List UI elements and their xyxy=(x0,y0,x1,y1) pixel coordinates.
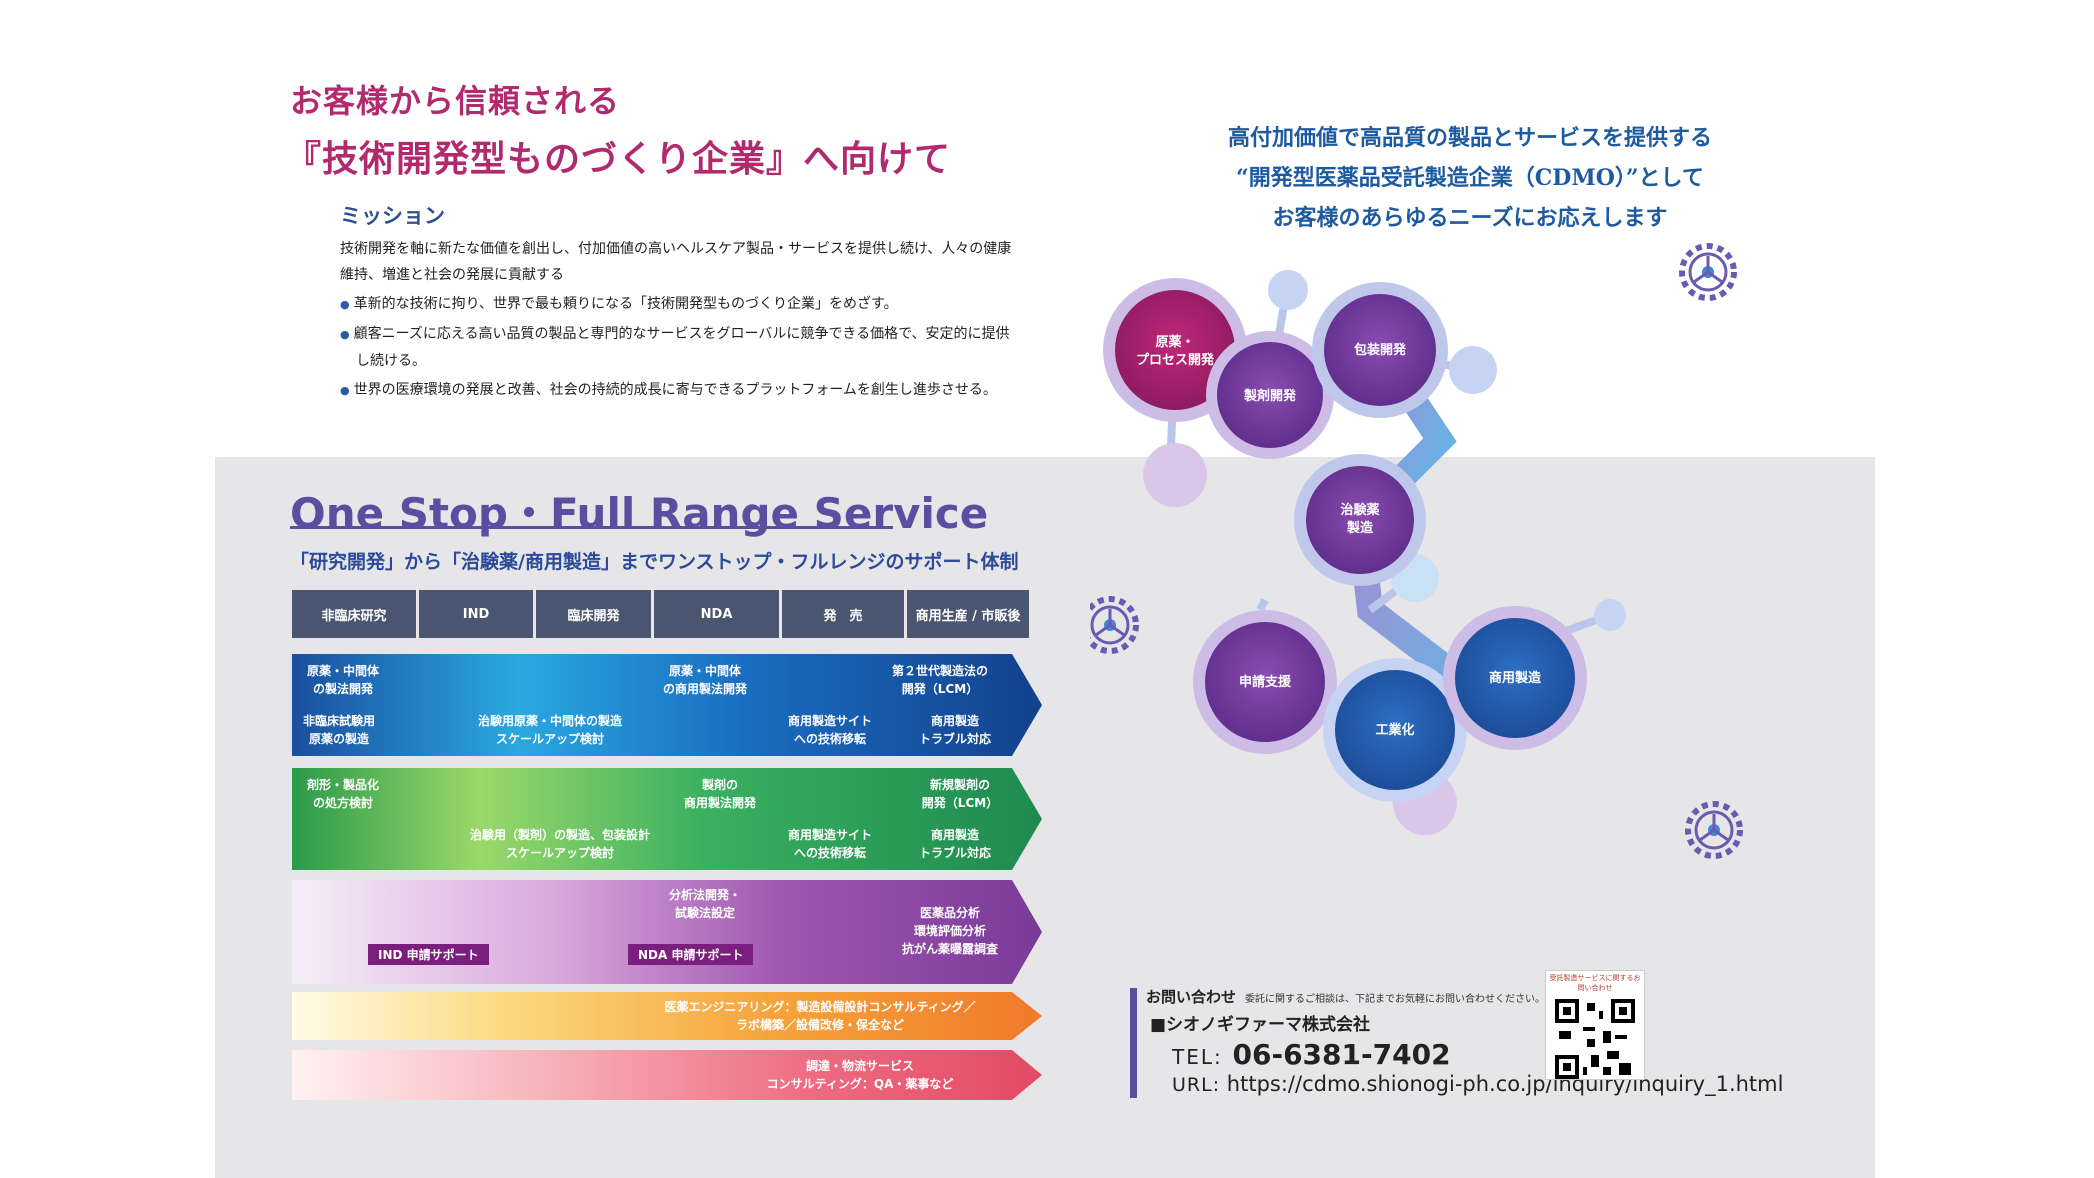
gear-icon xyxy=(1685,801,1743,859)
api-label-4: 非臨床試験用原薬の製造 xyxy=(302,714,375,746)
form-label-1: 剤形・製品化の処方検討 xyxy=(306,778,379,810)
band-analysis xyxy=(292,880,1042,984)
phase-ind: IND xyxy=(418,590,534,638)
logistics-label: 調達・物流サービスコンサルティング：QA・薬事など xyxy=(766,1059,954,1091)
url-link[interactable]: https://cdmo.shionogi-ph.co.jp/inquiry/i… xyxy=(1226,1072,1784,1096)
analysis-label-2: 医薬品分析環境評価分析抗がん薬曝露調査 xyxy=(901,906,998,956)
mission-bullet-1: 革新的な技術に拘り、世界で最も頼りになる「技術開発型ものづくり企業」をめざす。 xyxy=(340,291,1020,318)
contact-tel: TEL: 06-6381-7402 xyxy=(1172,1038,1451,1071)
mission-heading: ミッション xyxy=(340,204,445,228)
band-api xyxy=(292,654,1042,756)
node-api-label2: プロセス開発 xyxy=(1136,352,1215,368)
phase-commercial: 商用生産 / 市販後 xyxy=(907,590,1029,638)
contact-url: URL: https://cdmo.shionogi-ph.co.jp/inqu… xyxy=(1172,1072,1783,1096)
band-engineering xyxy=(292,992,1042,1040)
node-api-label1: 原薬・ xyxy=(1155,334,1194,350)
node-formulation: 製剤開発 xyxy=(1206,331,1334,459)
mission-body: 技術開発を軸に新たな価値を創出し、付加価値の高いヘルスケア製品・サービスを提供し… xyxy=(340,236,1020,407)
mission-intro: 技術開発を軸に新たな価値を創出し、付加価値の高いヘルスケア製品・サービスを提供し… xyxy=(340,241,1012,283)
contact-heading: お問い合わせ xyxy=(1146,988,1237,1006)
node-commercial-label: 商用製造 xyxy=(1489,670,1542,686)
nda-support-tag: NDA 申請サポート xyxy=(628,944,754,965)
form-label-4: 治験用（製剤）の製造、包装設計スケールアップ検討 xyxy=(469,828,650,860)
tagline-line3: お客様のあらゆるニーズにお応えします xyxy=(1272,205,1668,231)
qr-pattern-icon xyxy=(1555,999,1635,1079)
band-formulation xyxy=(292,768,1042,870)
service-network-diagram: 原薬・ プロセス開発 製剤開発 包装開発 治験薬 製造 申請支援 工業化 商用製… xyxy=(1090,243,1743,859)
form-label-5: 商用製造サイトへの技術移転 xyxy=(787,828,872,860)
phase-launch: 発 売 xyxy=(782,590,905,638)
phase-header-row: 非臨床研究 IND 臨床開発 NDA 発 売 商用生産 / 市販後 xyxy=(292,590,1029,638)
api-label-1: 原薬・中間体の製法開発 xyxy=(306,664,379,696)
node-clinical-label1: 治験薬 xyxy=(1340,502,1380,518)
node-industrialization-label: 工業化 xyxy=(1375,722,1414,738)
gear-icon xyxy=(1090,596,1139,654)
node-commercial: 商用製造 xyxy=(1443,606,1587,750)
node-packaging-label: 包装開発 xyxy=(1354,342,1407,358)
node-industrialization: 工業化 xyxy=(1323,658,1467,802)
form-label-3: 新規製剤の開発（LCM） xyxy=(921,778,999,810)
qr-caption: 受託製造サービスに関するお問い合わせ xyxy=(1549,974,1641,992)
headline-line1: お客様から信頼される xyxy=(290,82,621,120)
headline-line2: 『技術開発型ものづくり企業』へ向けて xyxy=(285,138,952,180)
mission-bullet-2: 顧客ニーズに応える高い品質の製品と専門的なサービスをグローバルに競争できる価格で… xyxy=(340,321,1020,374)
onestop-title: One Stop・Full Range Service xyxy=(290,489,989,538)
ind-support-tag: IND 申請サポート xyxy=(368,944,489,965)
api-label-2: 原薬・中間体の商用製法開発 xyxy=(662,664,747,696)
qr-code[interactable]: 受託製造サービスに関するお問い合わせ xyxy=(1545,970,1645,1080)
api-label-3: 第２世代製造法の開発（LCM） xyxy=(891,664,988,696)
node-clinical-label2: 製造 xyxy=(1346,520,1374,536)
analysis-label-1: 分析法開発・試験法設定 xyxy=(668,888,741,920)
onestop-subtitle: 「研究開発」から「治験薬/商用製造」までワンストップ・フルレンジのサポート体制 xyxy=(290,551,1019,573)
cdmo-tagline: 高付加価値で高品質の製品とサービスを提供する “開発型医薬品受託製造企業（CDM… xyxy=(1130,118,1810,238)
contact-accent-bar xyxy=(1130,988,1137,1098)
node-packaging: 包装開発 xyxy=(1312,282,1448,418)
engineering-label: 医薬エンジニアリング：製造設備設計コンサルティング／ラボ構築／設備改修・保全など xyxy=(664,1000,976,1032)
mission-bullet-3: 世界の医療環境の発展と改善、社会の持続的成長に寄与できるプラットフォームを創生し… xyxy=(340,377,1020,404)
node-regulatory: 申請支援 xyxy=(1193,610,1337,754)
onestop-title-underline xyxy=(290,526,893,529)
form-label-2: 製剤の商用製法開発 xyxy=(683,778,756,810)
network-satellites xyxy=(1143,270,1626,835)
tel-label: TEL: xyxy=(1172,1045,1223,1069)
api-label-6: 商用製造サイトへの技術移転 xyxy=(787,714,872,746)
phase-nonclinical: 非臨床研究 xyxy=(292,590,416,638)
node-formulation-label: 製剤開発 xyxy=(1243,388,1297,404)
api-label-5: 治験用原薬・中間体の製造スケールアップ検討 xyxy=(477,714,622,746)
tagline-line2: “開発型医薬品受託製造企業（CDMO）”として xyxy=(1236,165,1704,191)
gear-icon xyxy=(1679,243,1737,301)
form-label-6: 商用製造トラブル対応 xyxy=(918,828,991,860)
band-logistics xyxy=(292,1050,1042,1100)
node-clinical-supply: 治験薬 製造 xyxy=(1294,454,1426,586)
company-name: ■シオノギファーマ株式会社 xyxy=(1150,1015,1371,1035)
node-regulatory-label: 申請支援 xyxy=(1239,674,1292,690)
tel-number[interactable]: 06-6381-7402 xyxy=(1232,1038,1451,1071)
contact-note: 委託に関するご相談は、下記までお気軽にお問い合わせください。 xyxy=(1245,994,1545,1005)
api-label-7: 商用製造トラブル対応 xyxy=(918,714,991,746)
tagline-line1: 高付加価値で高品質の製品とサービスを提供する xyxy=(1227,125,1712,151)
phase-nda: NDA xyxy=(654,590,780,638)
url-label: URL: xyxy=(1172,1074,1221,1096)
phase-clinical: 臨床開発 xyxy=(536,590,652,638)
